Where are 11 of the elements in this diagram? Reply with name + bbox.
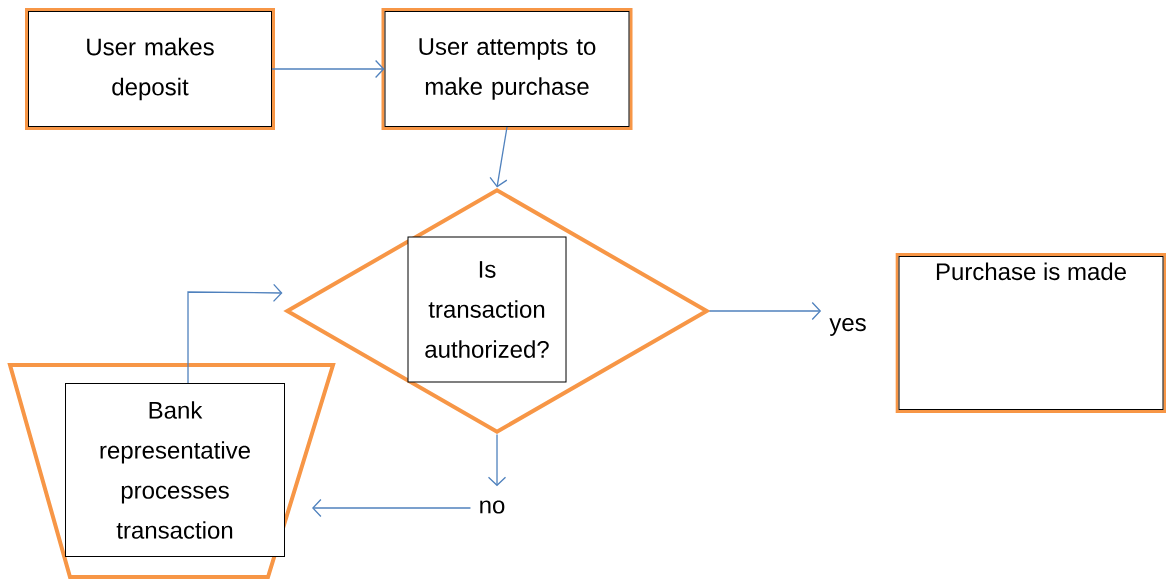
arrow bbox=[312, 498, 472, 518]
arrow bbox=[187, 283, 283, 384]
arrow bbox=[708, 301, 822, 321]
process-box: Purchase is made bbox=[895, 253, 1166, 413]
arrow bbox=[271, 59, 385, 79]
process-box: User makes deposit bbox=[25, 8, 275, 130]
arrow bbox=[489, 126, 508, 188]
branch-label: yes bbox=[829, 318, 866, 336]
branch-label: no bbox=[480, 500, 505, 514]
arrow bbox=[487, 433, 507, 487]
process-box: User attempts to make purchase bbox=[381, 8, 633, 130]
